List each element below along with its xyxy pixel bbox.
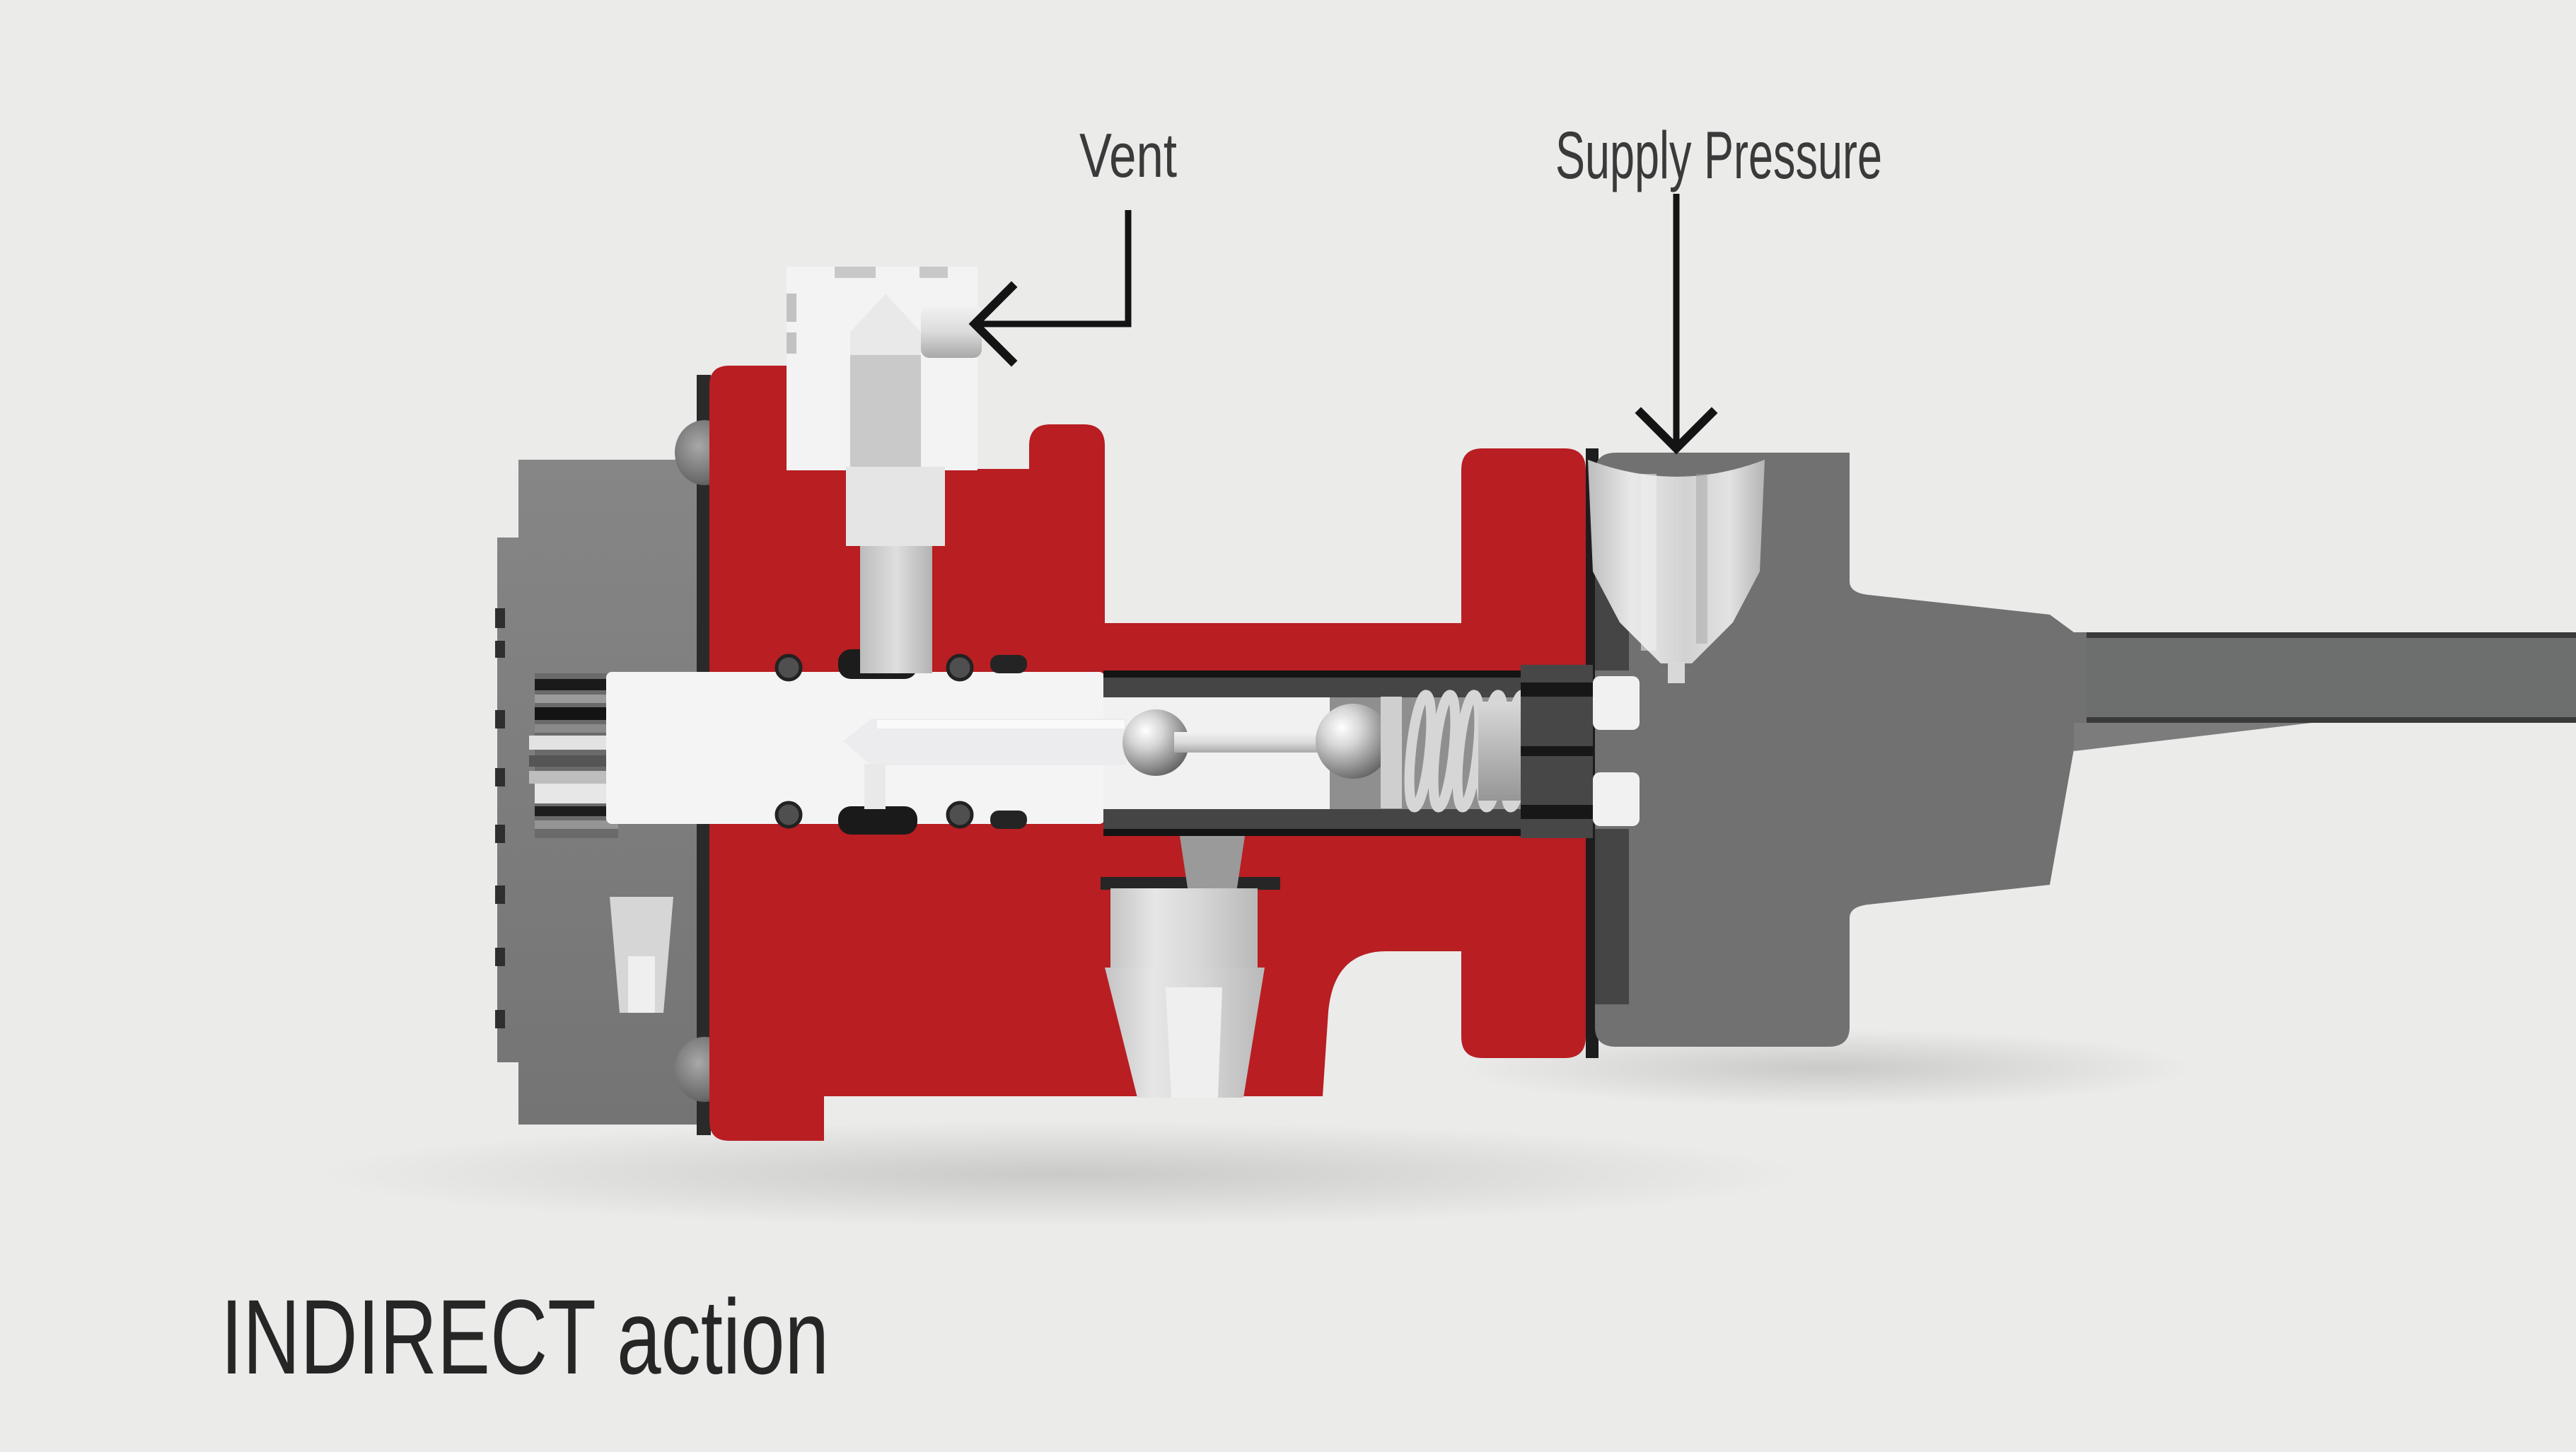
fitting-facet xyxy=(1696,474,1707,644)
shaft-lower-wedge xyxy=(2074,723,2311,751)
vent-body-tab xyxy=(919,267,948,278)
right-body xyxy=(1521,448,2576,1058)
seal-pocket-lower xyxy=(990,811,1027,829)
seat-pocket-upper xyxy=(1593,676,1640,730)
vent-callout: Vent xyxy=(968,120,1177,367)
vent-leader-line xyxy=(977,210,1132,327)
supply-callout: Supply Pressure xyxy=(1555,118,1882,455)
vent-passage-highlight xyxy=(850,294,921,355)
diagram-title: INDIRECT action xyxy=(221,1277,829,1396)
spring-coil xyxy=(1404,690,1437,813)
retainer-groove xyxy=(1521,746,1593,756)
valve-seat-lower xyxy=(838,806,917,835)
arrow-left-icon xyxy=(968,281,1018,367)
fitting-facet xyxy=(1641,474,1657,651)
piston-stem-highlight xyxy=(877,720,1125,728)
seal-pocket-upper xyxy=(990,655,1027,673)
o-ring xyxy=(946,654,974,682)
retainer-groove xyxy=(1521,683,1593,697)
o-ring xyxy=(774,801,803,829)
spring-coil xyxy=(1428,690,1461,813)
spring-retainer xyxy=(1381,697,1402,808)
shaft-bottom-line xyxy=(2087,717,2576,723)
cartridge-shell-bottom-line xyxy=(1103,829,1593,836)
seat-pocket-lower xyxy=(1593,772,1640,826)
connector-port-ticks xyxy=(495,608,505,1028)
bottom-plug xyxy=(1101,836,1280,1098)
supply-fitting xyxy=(1588,460,1765,683)
vent-label: Vent xyxy=(1079,120,1177,190)
vent-body-tab xyxy=(835,267,876,278)
connector-lower-plug xyxy=(610,897,673,1013)
vent-body-tick xyxy=(787,332,796,354)
shaft-top-line xyxy=(2087,632,2576,638)
retainer-groove xyxy=(1521,805,1593,819)
spring-coil xyxy=(1452,690,1485,813)
plug-upper xyxy=(1110,888,1258,968)
fitting-pin xyxy=(1668,662,1685,683)
steel-ball-left xyxy=(1122,709,1189,776)
piston-rod-end xyxy=(529,736,607,784)
actuator-shaft xyxy=(2087,632,2576,723)
vent-collar xyxy=(846,467,945,546)
plug-neck xyxy=(1180,836,1245,893)
vent-port xyxy=(921,306,982,358)
arrow-down-icon xyxy=(1635,407,1718,455)
vent-column xyxy=(860,546,932,673)
pilot-pin xyxy=(864,764,886,809)
floor-shadow xyxy=(318,1029,2193,1227)
lower-seals xyxy=(774,801,1027,835)
piston-stem xyxy=(843,719,1126,765)
vent-body-tick xyxy=(787,294,796,322)
vent-fitting xyxy=(787,267,982,673)
o-ring xyxy=(946,801,974,829)
o-ring xyxy=(774,654,803,682)
supply-label: Supply Pressure xyxy=(1555,118,1882,193)
plug-notch xyxy=(1166,987,1222,1098)
connecting-rod xyxy=(1174,732,1323,753)
body-interface-lower xyxy=(1595,829,1629,1004)
left-connector-block xyxy=(495,460,714,1125)
cartridge-shell-top-line xyxy=(1103,670,1593,678)
steel-ball-right xyxy=(1316,704,1391,779)
